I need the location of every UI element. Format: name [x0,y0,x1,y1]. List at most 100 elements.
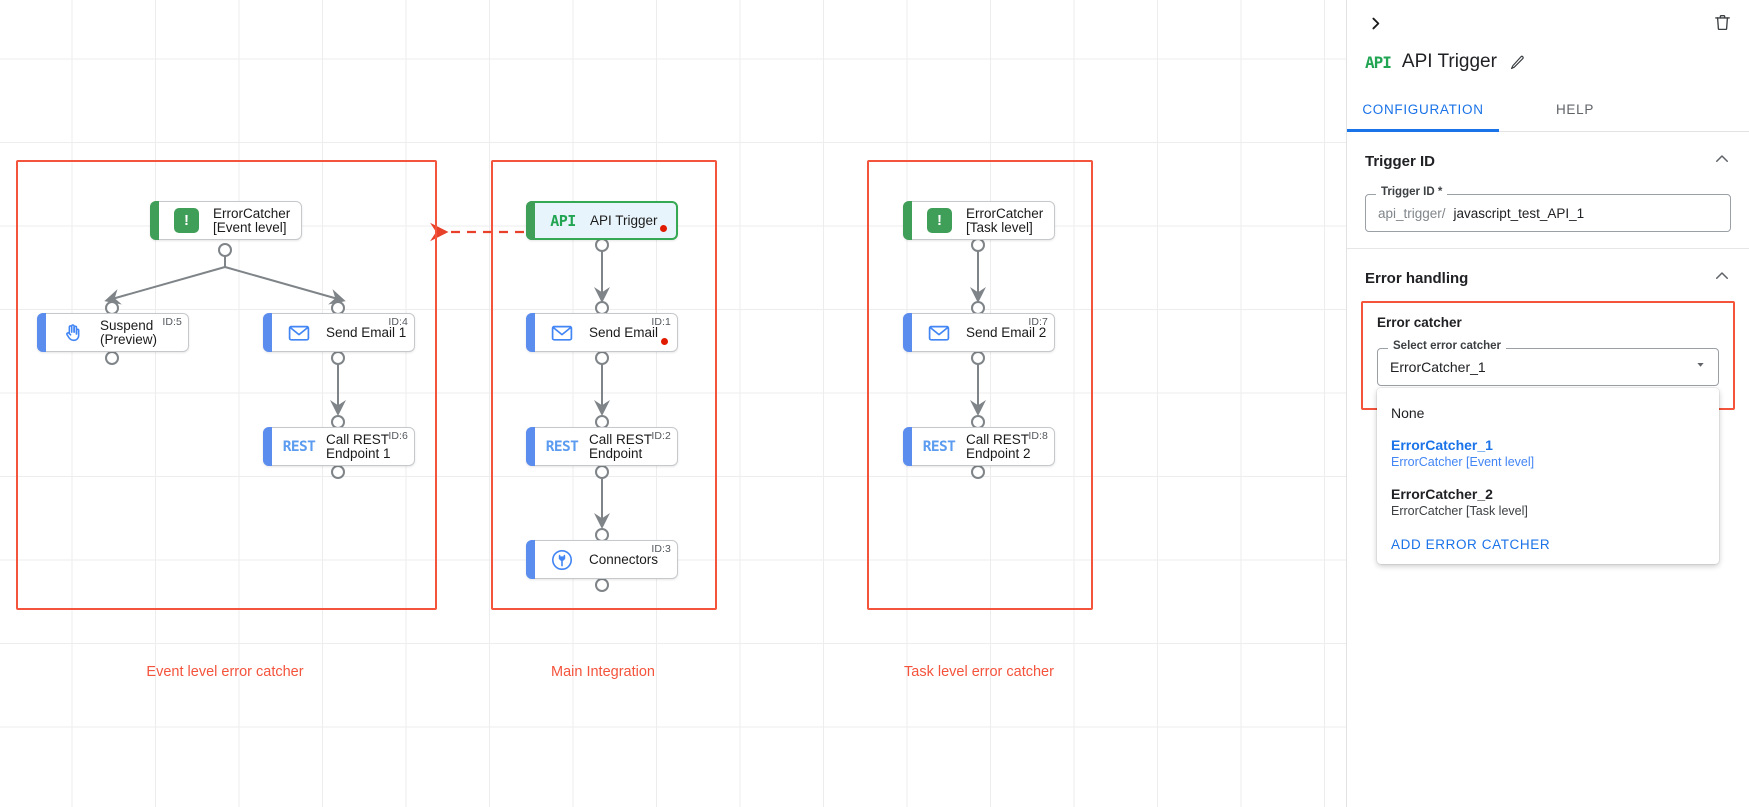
group-label-event-level: Event level error catcher [146,664,304,680]
node-id-badge: ID:6 [388,430,408,442]
chevron-down-icon[interactable] [1693,357,1708,377]
node-label: Send Email [589,324,659,340]
node-errorcatcher-task-level[interactable]: ! ErrorCatcher [Task level] [903,201,1055,240]
node-send-email-1[interactable]: Send Email 1 ID:4 [263,313,415,352]
trigger-id-field[interactable]: Trigger ID * api_trigger/ javascript_tes… [1365,186,1731,232]
node-accent-bar [526,201,535,240]
node-errorcatcher-event-level[interactable]: ! ErrorCatcher [Event level] [150,201,302,240]
node-accent-bar [526,313,535,352]
node-label: Call REST Endpoint [589,431,653,461]
node-connectors[interactable]: Connectors ID:3 [526,540,678,579]
option-sublabel: ErrorCatcher [Event level] [1391,455,1535,469]
node-error-dot [661,338,668,345]
node-id-badge: ID:4 [388,316,408,328]
section-trigger-id: Trigger ID Trigger ID * api_trigger/ jav… [1347,132,1749,249]
node-suspend-preview[interactable]: Suspend (Preview) ID:5 [37,313,189,352]
error-catcher-dropdown[interactable]: None ErrorCatcher_1 ErrorCatcher [Event … [1377,388,1719,564]
node-accent-bar [150,201,159,240]
node-label: Suspend (Preview) [100,317,158,347]
node-accent-bar [263,427,272,466]
node-call-rest-endpoint-1[interactable]: REST Call REST Endpoint 1 ID:6 [263,427,415,466]
node-label: Send Email 2 [966,324,1047,340]
section-error-handling: Error handling [1347,249,1749,295]
node-id-badge: ID:1 [651,316,671,328]
node-label: API Trigger [590,212,658,228]
group-label-task-level: Task level error catcher [904,664,1054,680]
node-label: Send Email 1 [326,324,407,340]
properties-panel: API API Trigger CONFIGURATION HELP Trigg… [1346,0,1749,807]
section-header[interactable]: Error handling [1365,267,1731,289]
tab-help[interactable]: HELP [1555,102,1595,117]
panel-tabs: CONFIGURATION HELP [1347,92,1749,132]
trigger-id-input[interactable]: api_trigger/ javascript_test_API_1 [1365,194,1731,232]
node-send-email[interactable]: Send Email ID:1 [526,313,678,352]
selected-value: ErrorCatcher_1 [1390,359,1486,375]
suspend-hand-icon [58,318,88,348]
api-icon: API [550,211,576,230]
node-label: ErrorCatcher [Event level] [213,205,291,235]
group-label-main-integration: Main Integration [551,664,655,680]
pencil-icon[interactable] [1509,54,1526,71]
node-api-trigger[interactable]: API API Trigger [526,201,678,240]
chevron-up-icon[interactable] [1713,267,1731,289]
node-accent-bar [903,201,912,240]
email-icon [547,318,577,348]
node-accent-bar [526,427,535,466]
email-icon [924,318,954,348]
node-call-rest-endpoint-2[interactable]: REST Call REST Endpoint 2 ID:8 [903,427,1055,466]
dropdown-option-errorcatcher-2[interactable]: ErrorCatcher_2 ErrorCatcher [Task level] [1377,478,1719,527]
chevron-up-icon[interactable] [1713,150,1731,172]
group-box-event-level [16,160,437,610]
group-box-task-level [867,160,1093,610]
dropdown-option-none[interactable]: None [1377,397,1719,429]
connectors-icon [547,545,577,575]
trash-icon[interactable] [1709,9,1735,35]
select-error-catcher-field[interactable]: Select error catcher ErrorCatcher_1 None… [1377,340,1719,564]
rest-icon: REST [545,438,579,455]
section-title: Trigger ID [1365,152,1436,170]
node-label: Call REST Endpoint 1 [326,431,391,461]
option-label: ErrorCatcher_1 [1391,437,1493,453]
node-accent-bar [526,540,535,579]
panel-title-row: API API Trigger [1347,44,1749,80]
node-accent-bar [263,313,272,352]
api-icon: API [1365,52,1392,72]
panel-topbar [1347,0,1749,44]
node-id-badge: ID:7 [1028,316,1048,328]
section-header[interactable]: Trigger ID [1365,150,1731,172]
node-label: Connectors [589,551,659,567]
rest-icon: REST [922,438,956,455]
field-label: Trigger ID * [1376,186,1448,198]
group-box-main-integration [491,160,717,610]
chevron-right-icon[interactable] [1360,8,1390,38]
add-error-catcher-button[interactable]: ADD ERROR CATCHER [1391,537,1551,552]
option-label: ErrorCatcher_2 [1391,486,1493,502]
field-label: Select error catcher [1388,340,1507,352]
error-catcher-icon: ! [924,206,954,236]
select-error-catcher-input[interactable]: ErrorCatcher_1 [1377,348,1719,386]
tab-configuration[interactable]: CONFIGURATION [1347,92,1499,132]
page-title: API Trigger [1401,51,1497,72]
node-id-badge: ID:8 [1028,430,1048,442]
node-accent-bar [903,313,912,352]
node-label: Call REST Endpoint 2 [966,431,1031,461]
trigger-id-value: javascript_test_API_1 [1453,205,1585,221]
node-id-badge: ID:3 [651,543,671,555]
node-label: ErrorCatcher [Task level] [966,205,1044,235]
dropdown-option-errorcatcher-1[interactable]: ErrorCatcher_1 ErrorCatcher [Event level… [1377,429,1719,478]
node-id-badge: ID:5 [162,316,182,328]
section-title: Error handling [1365,269,1469,287]
option-sublabel: ErrorCatcher [Task level] [1391,504,1528,518]
node-error-dot [660,225,667,232]
node-call-rest-endpoint[interactable]: REST Call REST Endpoint ID:2 [526,427,678,466]
node-id-badge: ID:2 [651,430,671,442]
node-accent-bar [37,313,46,352]
node-accent-bar [903,427,912,466]
error-catcher-title: Error catcher [1377,315,1462,330]
node-send-email-2[interactable]: Send Email 2 ID:7 [903,313,1055,352]
rest-icon: REST [282,438,316,455]
workflow-canvas[interactable]: Event level error catcher Main Integrati… [0,0,1346,807]
error-catcher-box: Error catcher Select error catcher Error… [1361,301,1735,564]
email-icon [284,318,314,348]
option-label: None [1391,405,1425,421]
